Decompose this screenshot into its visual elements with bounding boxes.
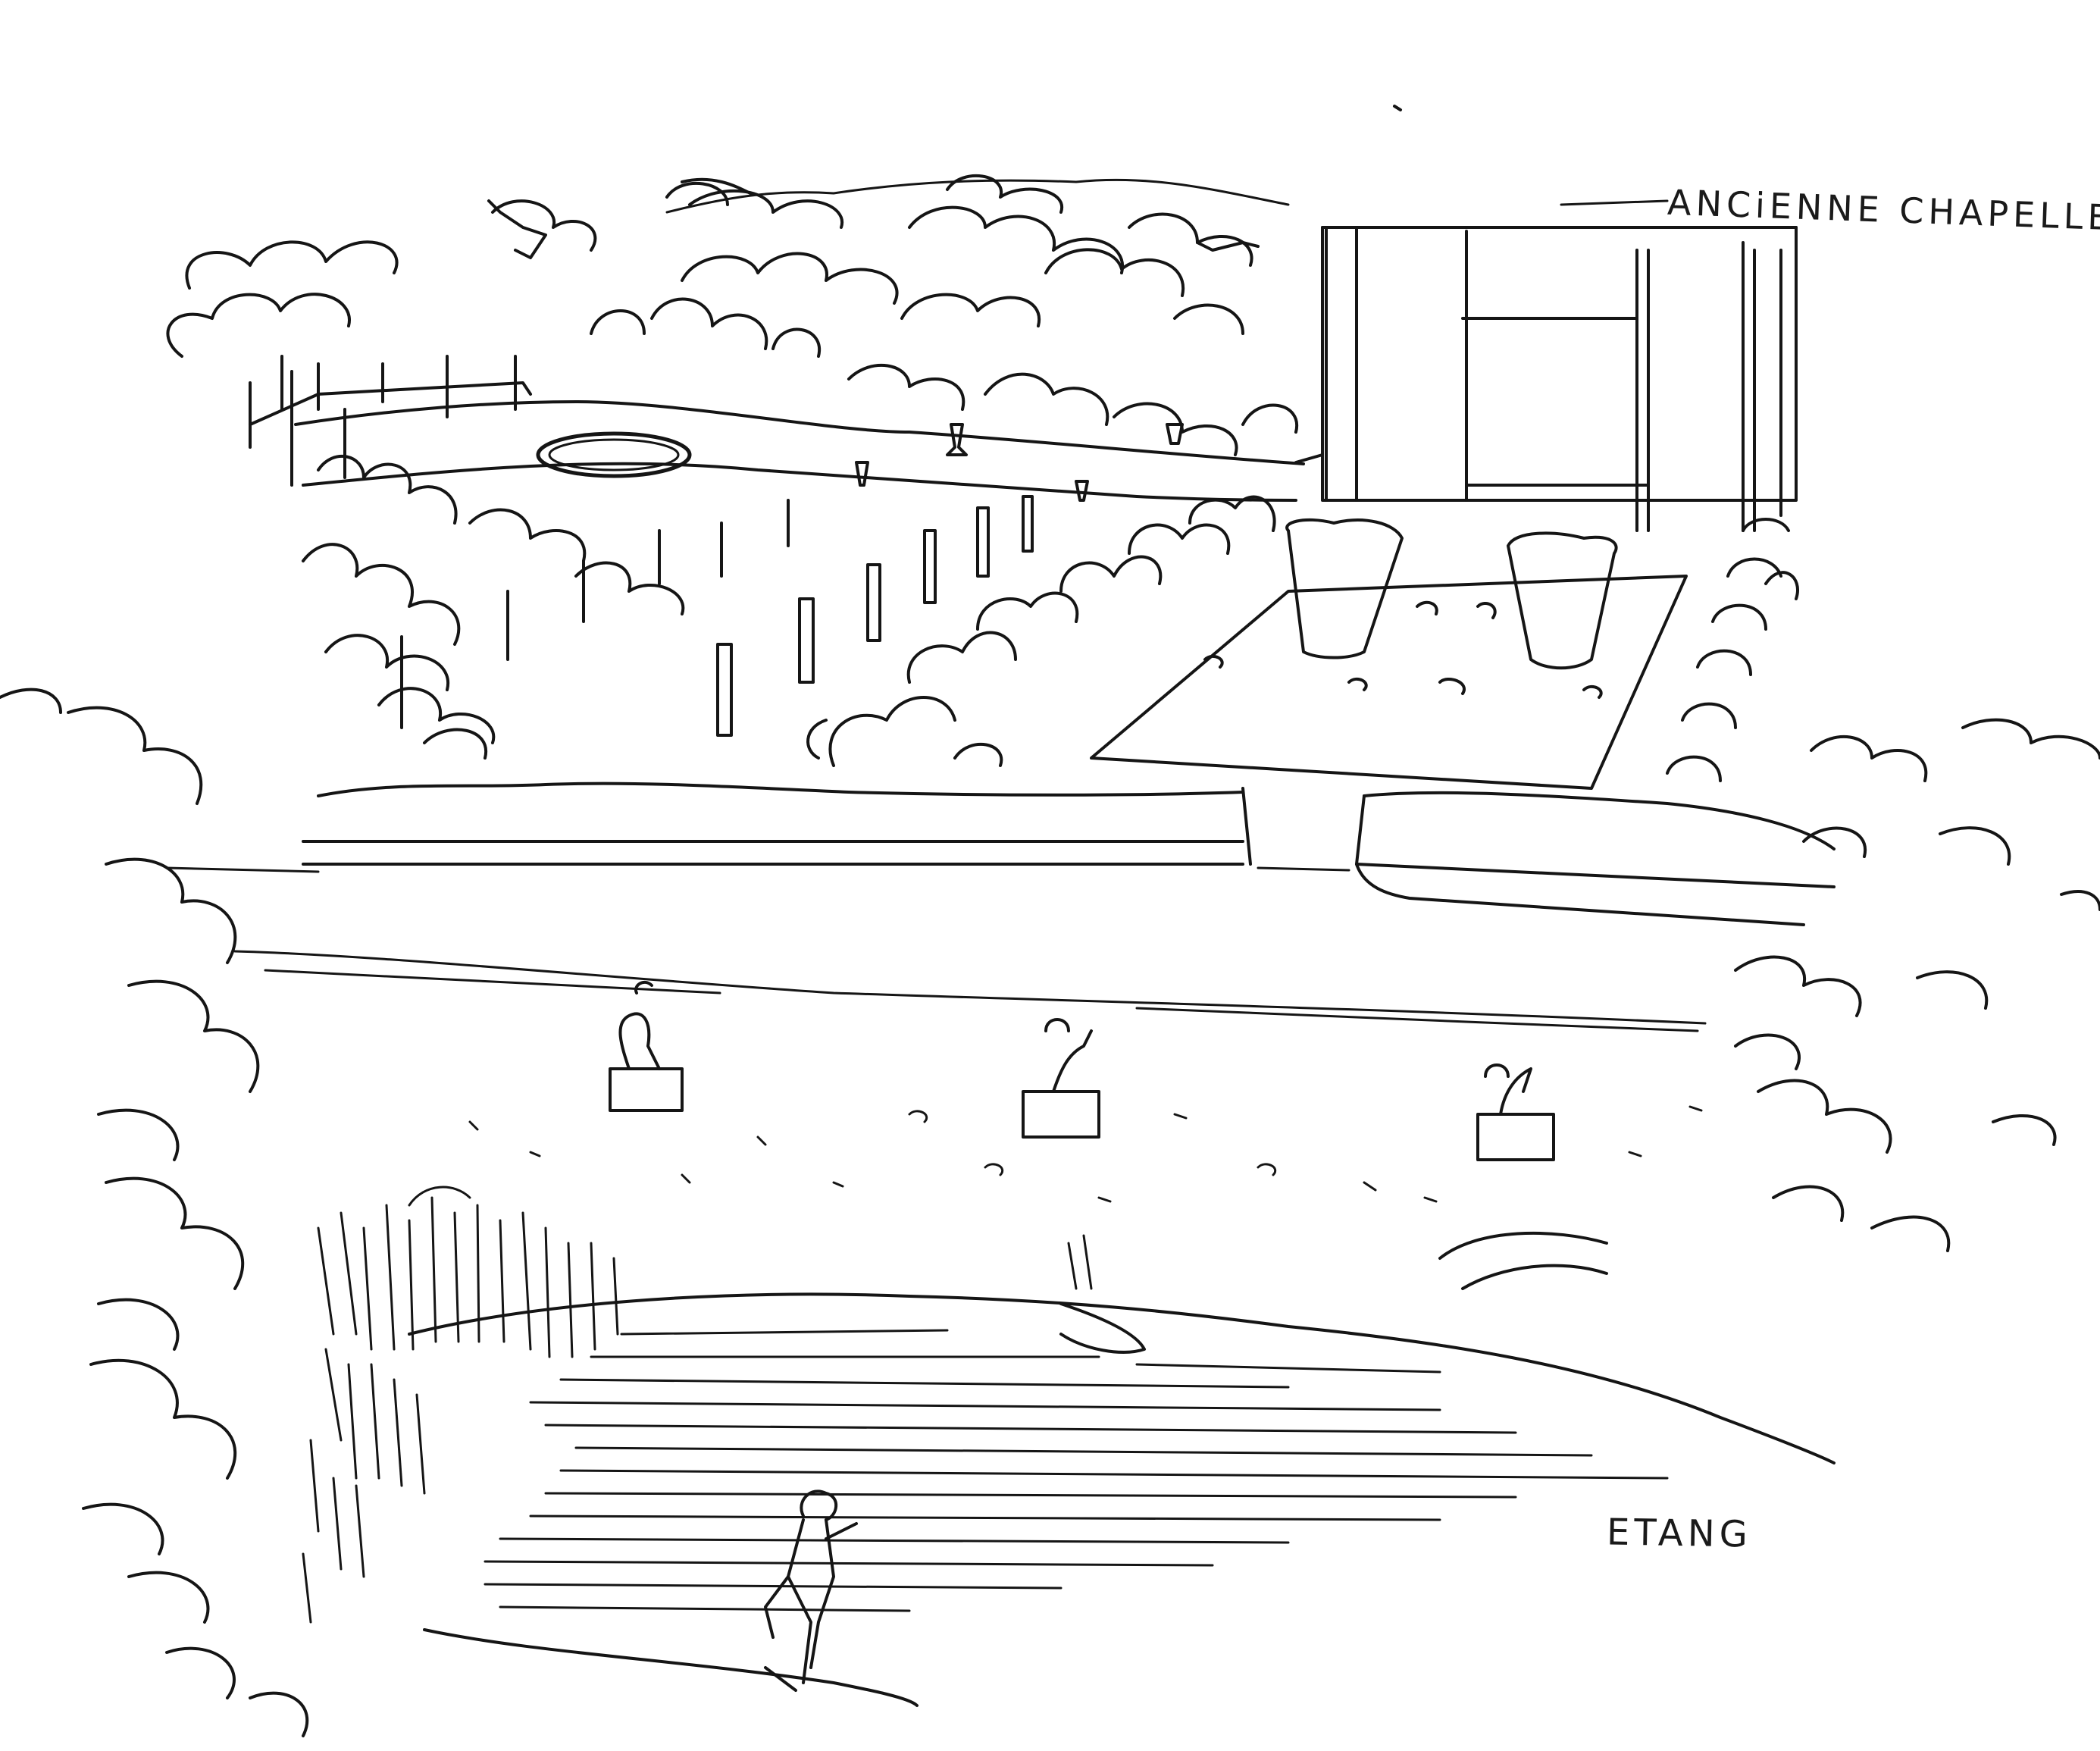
garden-alley bbox=[249, 355, 1305, 502]
hedge-front bbox=[302, 782, 1836, 926]
label-etang: ETANG bbox=[1606, 1511, 1753, 1556]
chapel-parterre bbox=[1090, 518, 1688, 790]
trees-right bbox=[1734, 718, 2100, 1252]
hedge-left bbox=[302, 455, 685, 760]
hedge-right bbox=[1666, 518, 1799, 782]
reeds bbox=[302, 1186, 1093, 1624]
background-trees bbox=[166, 174, 1299, 456]
trees-left bbox=[0, 688, 309, 1737]
sculptures bbox=[609, 980, 1555, 1161]
alley-columns bbox=[400, 495, 1034, 737]
birds bbox=[487, 105, 1402, 259]
hedge-right-alley bbox=[806, 495, 1276, 767]
etang-pond bbox=[408, 1231, 1836, 1707]
chapelle-building bbox=[1294, 226, 1798, 532]
fisherman-figure bbox=[764, 1489, 858, 1692]
middle-lawn bbox=[165, 866, 1707, 1032]
garden-vases bbox=[855, 423, 1184, 502]
water-ripples bbox=[484, 1329, 1669, 1612]
grass-marks bbox=[468, 1105, 1703, 1203]
